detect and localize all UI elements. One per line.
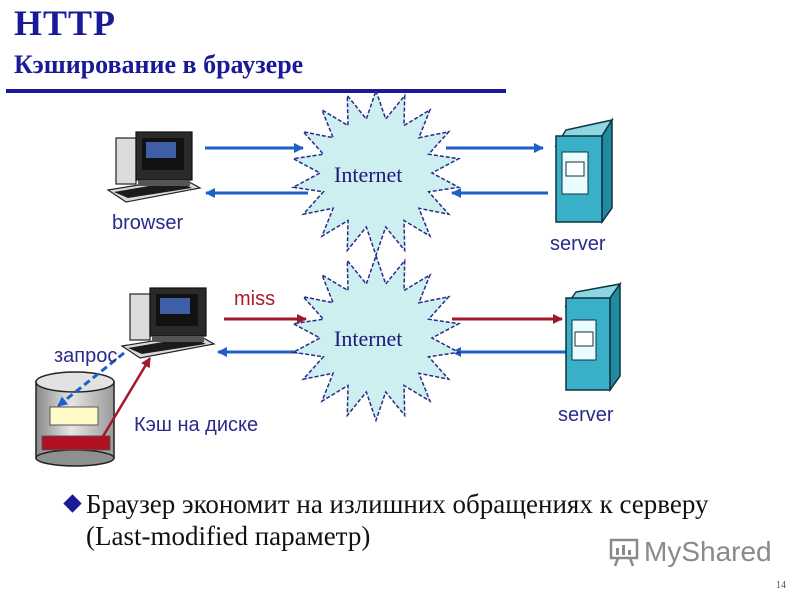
- request-label: запрос: [54, 345, 118, 367]
- cache-request-arrow: [57, 351, 125, 408]
- bottom-server-icon: [564, 281, 622, 393]
- top-browser-computer-icon: [106, 131, 202, 203]
- top-internet-cloud: [290, 88, 462, 258]
- bottom-internet-cloud: [290, 253, 462, 423]
- myshared-logo-icon: [609, 538, 639, 567]
- watermark-text: MyShared: [644, 536, 772, 567]
- disk-cache-label: Кэш на диске: [134, 414, 259, 436]
- page-number: 14: [776, 580, 786, 591]
- top-server-icon: [554, 117, 614, 225]
- bottom-server-label: server: [558, 404, 614, 426]
- top-cloud-label: Internet: [334, 162, 403, 187]
- title-rule: [6, 89, 506, 93]
- miss-label: miss: [234, 288, 276, 310]
- bottom-cloud-label: Internet: [334, 326, 403, 351]
- top-server-label: server: [550, 233, 606, 255]
- bottom-browser-computer-icon: [120, 287, 216, 359]
- cache-response-arrow: [100, 357, 152, 439]
- page-subtitle: Кэширование в браузере: [14, 50, 304, 79]
- disk-cache-icon: [35, 371, 115, 467]
- page-title: HTTP: [14, 3, 117, 43]
- top-browser-label: browser: [112, 212, 184, 234]
- bullet-point: Браузер экономит на излишних обращениях …: [63, 488, 766, 552]
- myshared-watermark: MyShared: [608, 536, 772, 568]
- bullet-text: Браузер экономит на излишних обращениях …: [86, 489, 709, 551]
